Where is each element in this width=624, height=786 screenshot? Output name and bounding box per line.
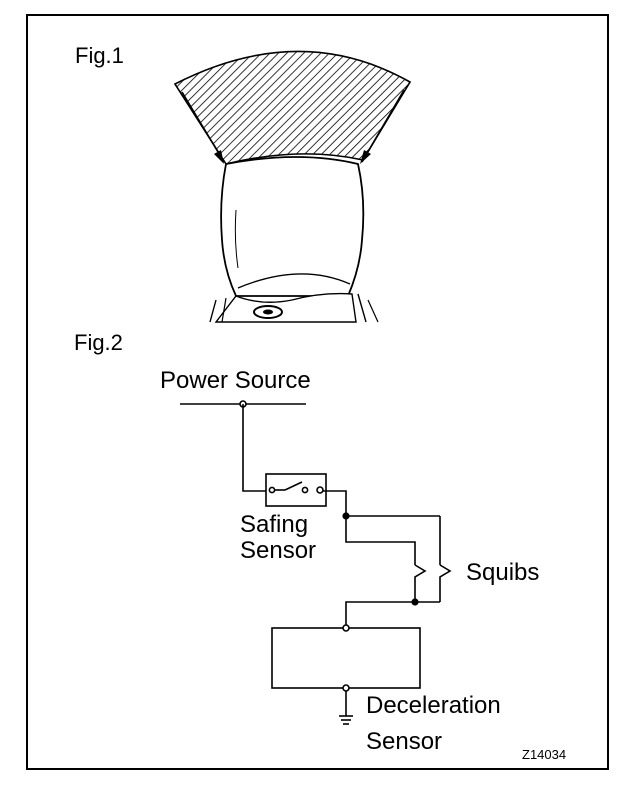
figure-frame (26, 14, 609, 770)
wire-from-safing (323, 490, 416, 565)
decel-node-bottom (342, 684, 350, 692)
safing-contact-left (268, 486, 276, 494)
deceleration-sensor-label-line1: Deceleration (366, 692, 501, 719)
fig2-title: Fig.2 (74, 330, 123, 355)
right-bracket (357, 293, 367, 323)
left-bracket-2 (221, 297, 227, 323)
right-arrow-shaft (361, 89, 405, 163)
cover-bottom (237, 273, 351, 289)
safing-sensor-box (265, 473, 327, 507)
junction-top (342, 512, 350, 520)
wire-to-safing (242, 404, 266, 492)
left-bracket (209, 299, 217, 323)
figure-code: Z14034 (522, 747, 567, 762)
safing-sensor-label-line1: Safing (240, 511, 309, 538)
column-base (214, 292, 357, 323)
left-arrow-shaft (181, 91, 225, 163)
column-boss-hole (263, 309, 273, 315)
squib-2 (439, 564, 452, 602)
wire-to-decel (345, 601, 415, 628)
right-bracket-2 (367, 299, 379, 323)
right-arrow-head (360, 150, 371, 164)
safing-node-right (316, 486, 324, 494)
squibs-label: Squibs (466, 559, 540, 586)
fig1-title: Fig.1 (75, 43, 124, 68)
deceleration-sensor-label-line2: Sensor (366, 728, 443, 755)
fig1-drawing (173, 50, 412, 323)
squib-1 (414, 564, 427, 602)
power-source-label: Power Source (160, 367, 311, 394)
column-cover (220, 156, 365, 297)
left-arrow-head (214, 150, 224, 164)
safing-switch-blade (284, 481, 303, 491)
fig2-circuit (180, 400, 452, 725)
hatched-area (173, 50, 412, 165)
deceleration-sensor-box (271, 627, 421, 689)
safing-sensor-label-line2: Sensor (240, 537, 317, 564)
decel-node-top (342, 624, 350, 632)
cover-line (234, 209, 239, 269)
safing-contact-right (301, 486, 309, 494)
